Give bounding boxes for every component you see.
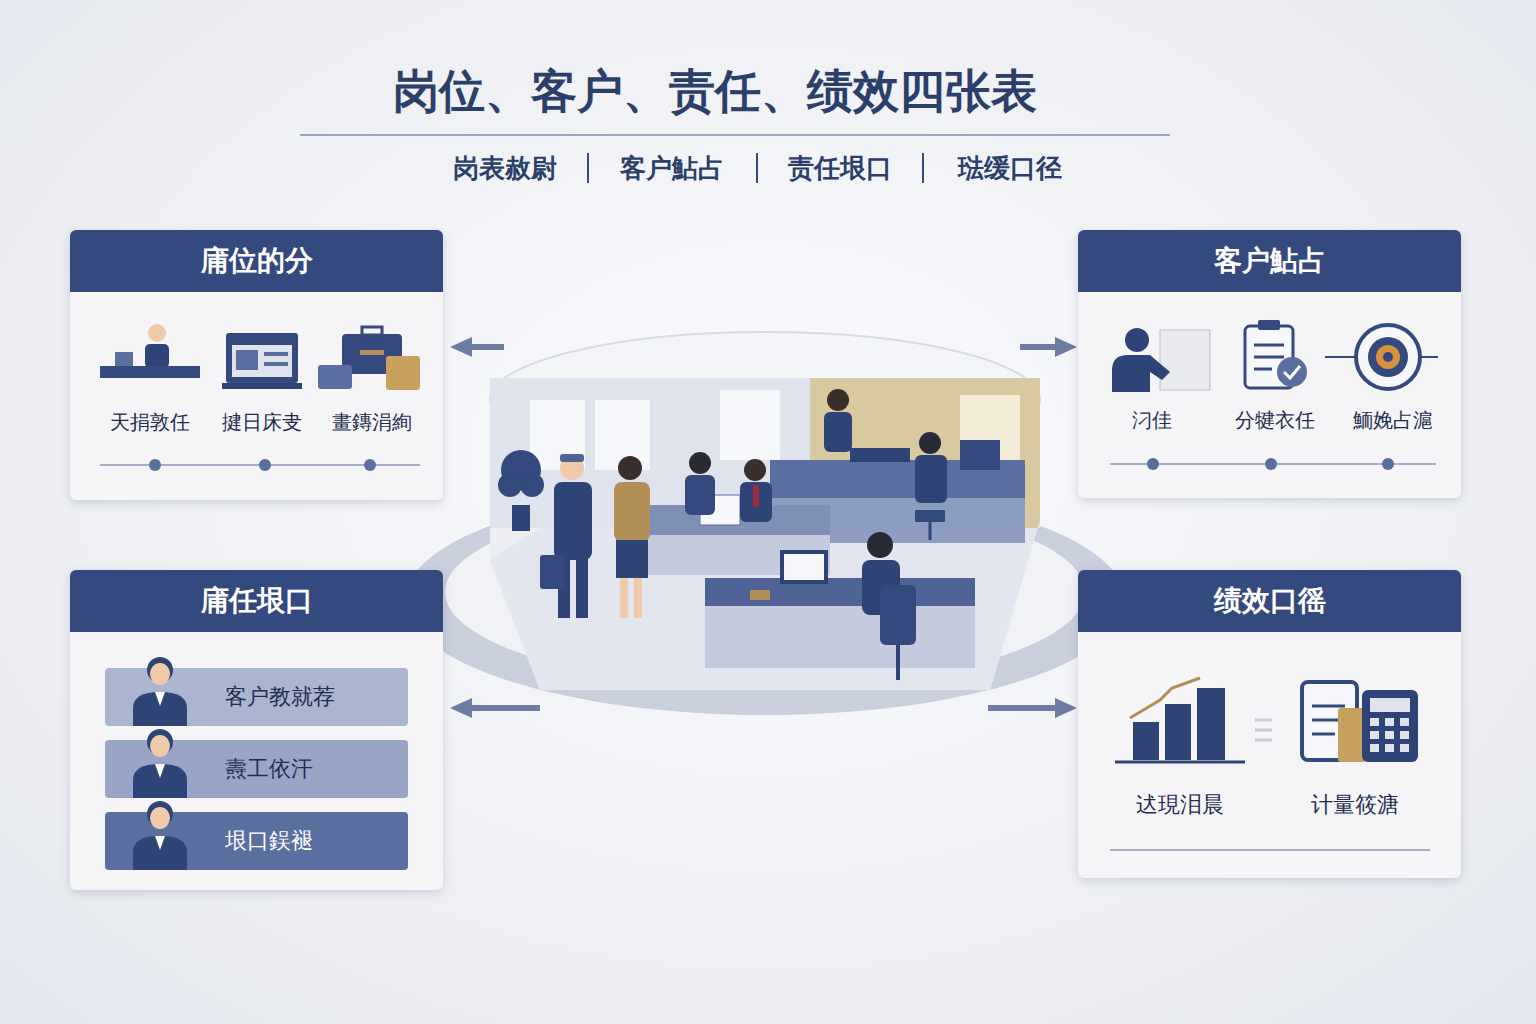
responsibility-bar: 燾工依汗 <box>105 740 408 798</box>
caption-label: 客户鮎占 <box>620 151 724 186</box>
caption-label: 畫鏄涓絢 <box>332 409 412 436</box>
panel-title: 庯位的分 <box>201 242 313 280</box>
info-panel: 绩效口徭 <box>1078 570 1461 878</box>
caption-label: 天捐敦任 <box>110 409 190 436</box>
caption-label: 揵日床叏 <box>222 409 302 436</box>
info-panel: 庯任垠口客户教就荐燾工依汗垠口鋘褪 <box>70 570 443 890</box>
caption-label: 迖現泪晨 <box>1136 790 1224 820</box>
panel-title: 客户鮎占 <box>1214 242 1326 280</box>
office-room <box>490 378 1040 690</box>
bar-text: 垠口鋘褪 <box>225 826 313 856</box>
bar-text: 燾工依汗 <box>225 754 313 784</box>
caption-label: 责任垠口 <box>788 151 892 186</box>
responsibility-bar: 客户教就荐 <box>105 668 408 726</box>
tr-icons <box>1110 320 1438 470</box>
caption-label: 琺缓口径 <box>958 151 1062 186</box>
title-rule <box>300 134 1170 136</box>
person-icon <box>125 728 195 786</box>
person-icon <box>125 656 195 714</box>
person-icon <box>125 800 195 858</box>
info-panel: 客户鮎占 <box>1078 230 1461 498</box>
diagram-title: 岗位、客户、责任、绩效四张表 <box>393 61 1037 123</box>
caption-label: 岗表赦尉 <box>453 151 557 186</box>
br-icons <box>1110 678 1430 850</box>
responsibility-bar: 垠口鋘褪 <box>105 812 408 870</box>
caption-label: 计量筱溏 <box>1311 790 1399 820</box>
panel-header: 客户鮎占 <box>1078 230 1461 292</box>
panel-title: 庯任垠口 <box>201 582 313 620</box>
direction-arrows <box>450 337 1077 718</box>
caption-label: 分犍衣任 <box>1235 407 1315 434</box>
info-panel: 庯位的分 <box>70 230 443 500</box>
panel-header: 绩效口徭 <box>1078 570 1461 632</box>
caption-label: 汈佳 <box>1132 407 1172 434</box>
caption-label: 鮞娩占滬 <box>1353 407 1433 434</box>
tl-icons <box>100 324 420 471</box>
panel-title: 绩效口徭 <box>1214 582 1326 620</box>
panel-header: 庯位的分 <box>70 230 443 292</box>
bar-text: 客户教就荐 <box>225 682 335 712</box>
panel-header: 庯任垠口 <box>70 570 443 632</box>
